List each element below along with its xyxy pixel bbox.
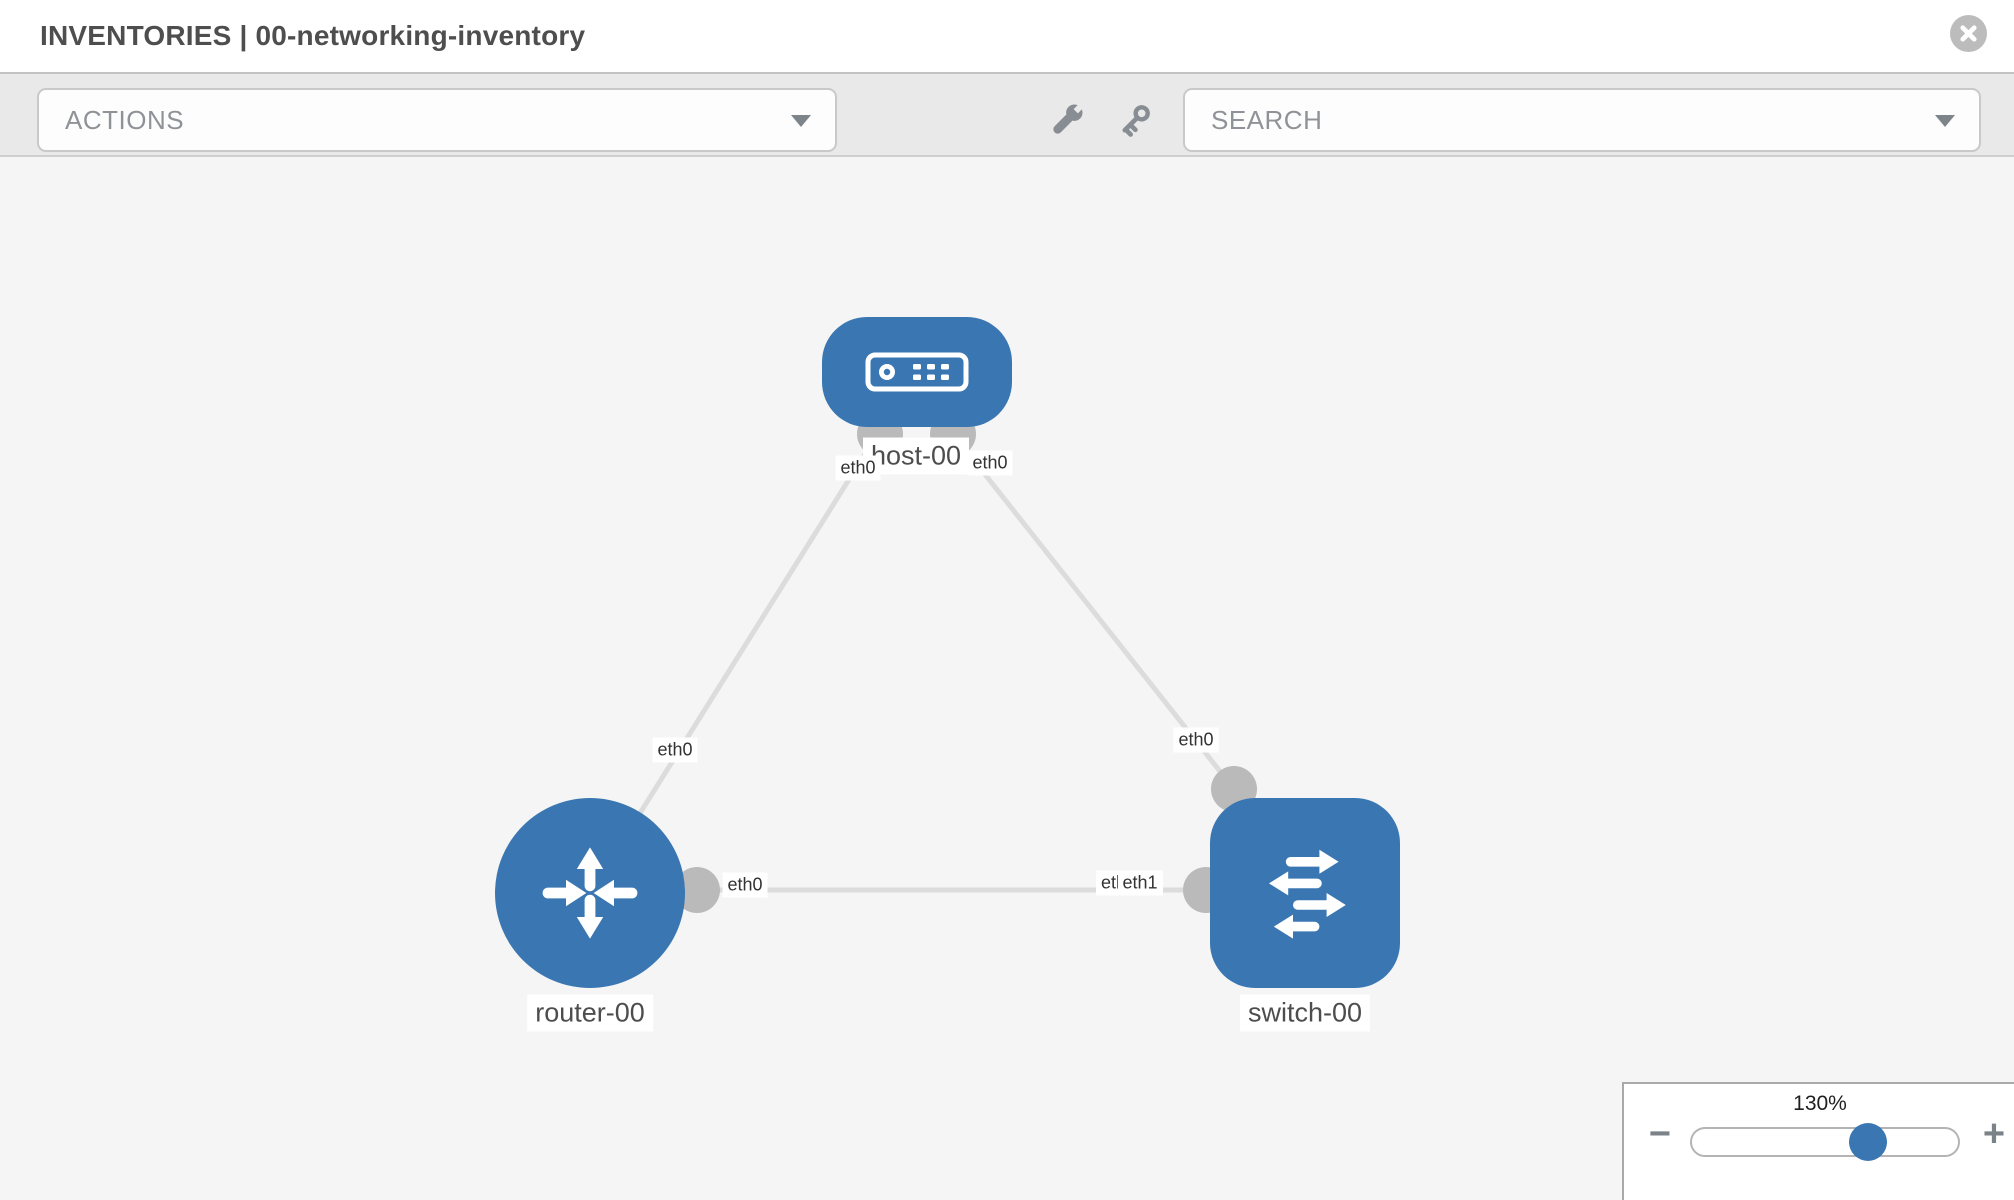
zoom-slider-track[interactable] — [1690, 1123, 1960, 1161]
wrench-icon — [1053, 103, 1084, 134]
search-dropdown-label: SEARCH — [1211, 104, 1323, 135]
router-icon — [542, 847, 638, 939]
zoom-out-button[interactable]: − — [1638, 1110, 1682, 1158]
key-icon — [1122, 105, 1150, 137]
node-label-host-00: host-00 — [862, 437, 970, 475]
chevron-down-icon — [791, 115, 811, 127]
actions-dropdown[interactable]: ACTIONS — [37, 88, 837, 152]
node-host-00[interactable] — [822, 317, 1012, 427]
node-label-switch-00: switch-00 — [1239, 994, 1371, 1032]
node-switch-00[interactable] — [1210, 798, 1400, 988]
chevron-down-icon — [1935, 115, 1955, 127]
interface-label-host-eth0-right: eth0 — [967, 450, 1013, 476]
toolbar: ACTIONS SEARCH — [0, 72, 2014, 157]
interface-dot[interactable] — [674, 867, 720, 913]
zoom-level-value: 130% — [1793, 1092, 1847, 1115]
interface-label-host-eth0-left: eth0 — [835, 455, 881, 481]
page-title: INVENTORIES | 00-networking-inventory — [40, 20, 586, 51]
close-button[interactable] — [1950, 15, 1987, 52]
zoom-in-button[interactable]: + — [1972, 1110, 2014, 1158]
page-header: INVENTORIES | 00-networking-inventory — [0, 0, 2014, 72]
close-icon — [1960, 25, 1977, 42]
zoom-slider-thumb[interactable] — [1849, 1123, 1887, 1161]
actions-dropdown-label: ACTIONS — [65, 104, 185, 135]
topology-links-layer — [587, 411, 1257, 913]
interface-label-switch-eth0-top: eth0 — [1173, 727, 1219, 753]
node-router-00[interactable] — [495, 798, 685, 988]
interface-label-router-eth0-up: eth0 — [652, 737, 698, 763]
interface-label-switch-eth1: eth1 — [1117, 870, 1163, 896]
host-icon — [865, 352, 969, 392]
zoom-panel: 130% − + — [1622, 1082, 2014, 1200]
switch-icon — [1269, 849, 1346, 939]
node-label-router-00: router-00 — [527, 994, 653, 1032]
configure-button[interactable] — [1044, 97, 1090, 143]
interface-label-switch-overlap: eth0 eth1 — [1096, 870, 1163, 896]
search-dropdown[interactable]: SEARCH — [1183, 88, 1981, 152]
credentials-button[interactable] — [1112, 97, 1158, 143]
interface-label-router-eth0: eth0 — [722, 872, 768, 898]
topology-canvas[interactable]: host-00 router-00 switch-00 eth0 eth0 et… — [0, 157, 2014, 1200]
